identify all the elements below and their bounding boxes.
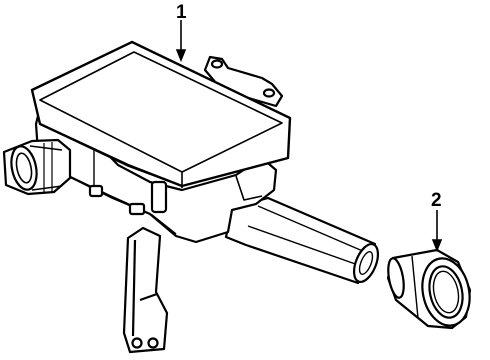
- callout-leader-1: [175, 20, 187, 63]
- intake-coupler: [386, 248, 472, 330]
- outlet-duct: [224, 196, 380, 285]
- inlet-snorkel: [2, 138, 72, 196]
- callout-label-1: 1: [176, 2, 187, 23]
- callout-label-2: 2: [431, 190, 442, 211]
- lower-support-bracket: [122, 226, 169, 354]
- callout-leader-2: [431, 210, 443, 253]
- air-cleaner-cover: [30, 40, 292, 188]
